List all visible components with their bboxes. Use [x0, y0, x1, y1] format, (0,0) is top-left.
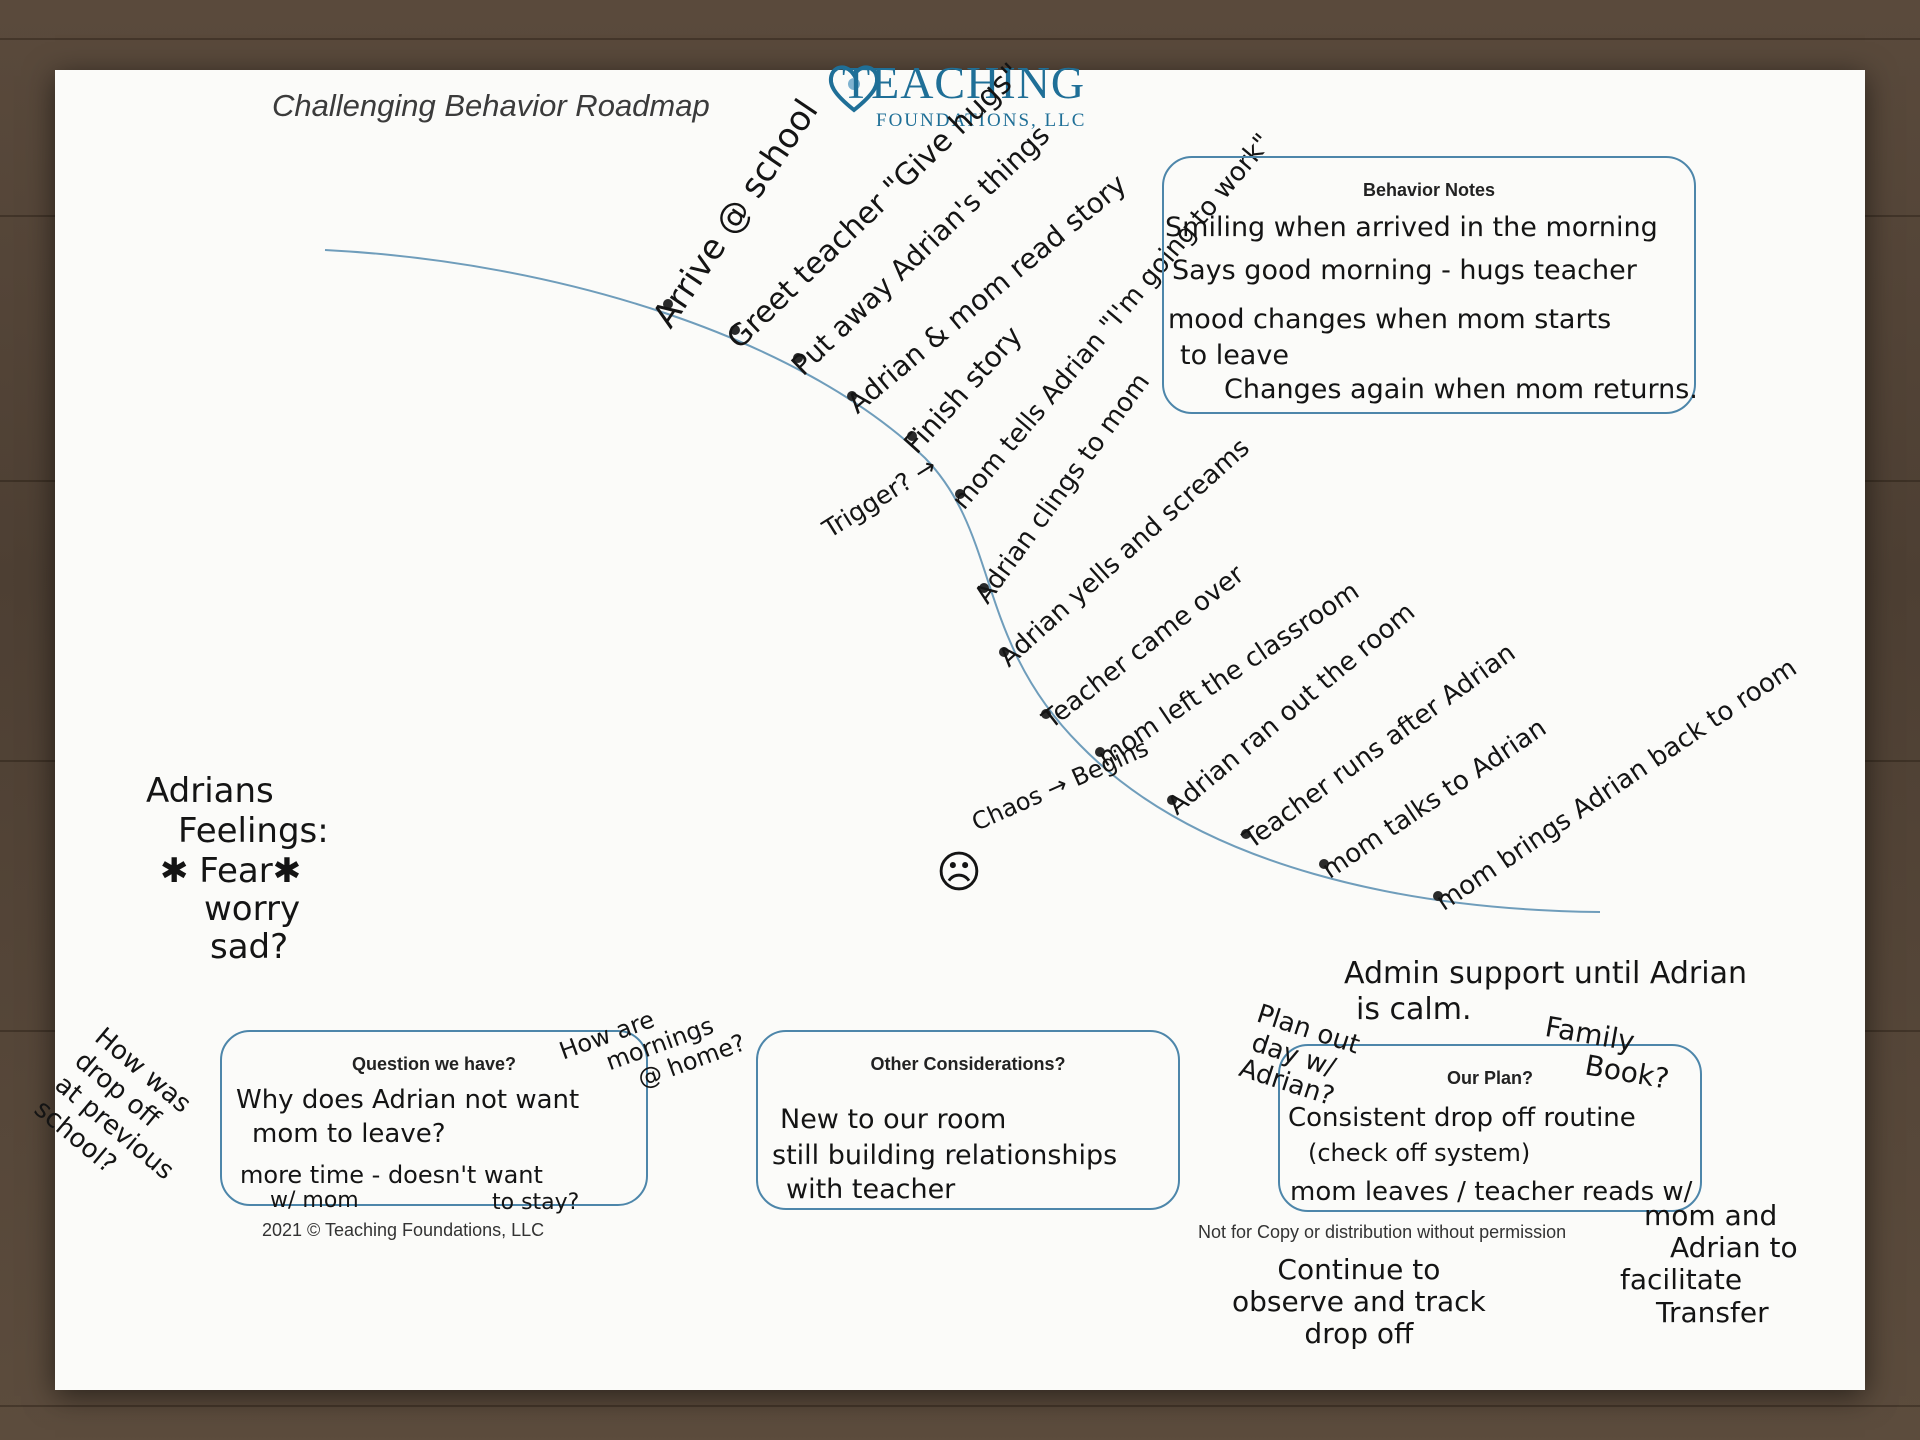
question-line: mom to leave? — [252, 1119, 446, 1149]
behavior-notes-title: Behavior Notes — [1362, 180, 1496, 200]
roadmap-dot — [999, 647, 1009, 657]
consideration-line: with teacher — [786, 1174, 956, 1205]
consideration-line: still building relationships — [772, 1140, 1118, 1171]
feelings-line: worry — [204, 889, 301, 929]
plan-line: Consistent drop off routine — [1288, 1103, 1636, 1133]
behavior-notes-box: Behavior Notes — [1162, 156, 1696, 414]
transfer-line: Adrian to — [1670, 1231, 1798, 1265]
roadmap-dot — [793, 353, 803, 363]
roadmap-dot — [1241, 829, 1251, 839]
feelings-line: Adrians — [146, 771, 274, 811]
plan-line: mom leaves / teacher reads w/ — [1290, 1177, 1693, 1207]
plan-admin-note: Admin support until Adrian is calm. — [1344, 956, 1747, 1028]
question-line: w/ mom — [270, 1188, 359, 1213]
roadmap-dot — [1041, 709, 1051, 719]
consideration-line: New to our room — [780, 1104, 1007, 1135]
continue-line: Continue to — [1277, 1253, 1441, 1286]
question-line: to stay? — [492, 1190, 580, 1215]
distribution-notice: Not for Copy or distribution without per… — [1198, 1222, 1567, 1242]
roadmap-dot — [979, 583, 989, 593]
considerations-title: Other Considerations? — [870, 1054, 1066, 1074]
behavior-note-line: Smiling when arrived in the morning — [1165, 212, 1658, 243]
logo-subtitle: FOUNDATIONS, LLC — [876, 110, 1087, 131]
behavior-note-line: Changes again when mom returns. — [1224, 374, 1698, 405]
admin-note-line: is calm. — [1356, 992, 1472, 1027]
feelings-line: sad? — [210, 927, 289, 967]
plan-box: Our Plan? — [1278, 1044, 1702, 1212]
roadmap-dot — [847, 391, 857, 401]
question-line: more time - doesn't want — [240, 1161, 543, 1189]
copyright-footer: 2021 © Teaching Foundations, LLC — [262, 1220, 545, 1240]
questions-box: Question we have? — [220, 1030, 648, 1206]
plan-line: (check off system) — [1308, 1139, 1531, 1167]
page-title: Challenging Behavior Roadmap — [272, 88, 710, 123]
plan-transfer-note: mom and Adrian to facilitate Transfer — [1620, 1199, 1798, 1329]
question-line: Why does Adrian not want — [236, 1085, 580, 1115]
admin-note-line: Admin support until Adrian — [1344, 956, 1747, 991]
feelings-line: ✱ Fear✱ — [160, 851, 302, 891]
behavior-note-line: Says good morning - hugs teacher — [1172, 255, 1637, 286]
roadmap-dot — [907, 431, 917, 441]
behavior-note-line: mood changes when mom starts — [1168, 304, 1612, 335]
logo-wordmark: TEACHING — [842, 57, 1086, 108]
roadmap-dot — [955, 489, 965, 499]
behavior-note-line: to leave — [1180, 340, 1289, 371]
plan-title: Our Plan? — [1446, 1068, 1533, 1088]
roadmap-dot — [1433, 891, 1443, 901]
continue-line: observe and track — [1232, 1285, 1486, 1319]
roadmap-dot — [1319, 859, 1329, 869]
roadmap-dot — [663, 299, 673, 309]
continue-line: drop off — [1304, 1317, 1414, 1351]
roadmap-dot — [1095, 747, 1105, 757]
plan-continue-note: Continue to observe and track drop off — [1232, 1253, 1486, 1351]
questions-title: Question we have? — [351, 1054, 517, 1074]
sad-face-icon: ☹ — [936, 847, 982, 898]
heart-logo-icon — [828, 65, 880, 113]
transfer-line: mom and — [1644, 1199, 1778, 1232]
roadmap-dot — [1167, 795, 1177, 805]
transfer-line: facilitate — [1620, 1263, 1743, 1297]
worksheet-paper — [55, 70, 1865, 1390]
considerations-box: Other Considerations? — [756, 1030, 1180, 1210]
roadmap-dot — [730, 325, 740, 335]
transfer-line: Transfer — [1656, 1295, 1769, 1329]
feelings-line: Feelings: — [178, 811, 329, 851]
